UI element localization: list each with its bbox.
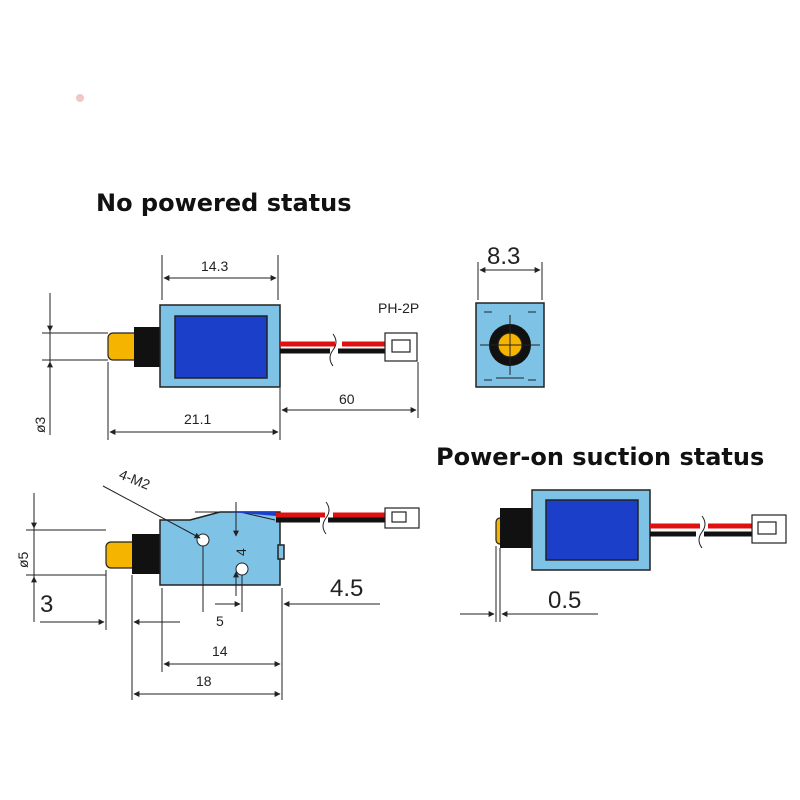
dim-mount-holes: 4-M2 xyxy=(117,466,153,493)
unpowered-top-view: 14.3 21.1 60 PH-2P ø3 xyxy=(32,255,419,440)
dim-top-length: 14.3 xyxy=(201,258,228,274)
wire-break xyxy=(329,333,337,367)
dim-width: 8.3 xyxy=(487,243,520,270)
side-view: 4-M2 4 ø5 3 5 4.5 14 18 xyxy=(15,466,420,700)
dim-plunger-extension: 3 xyxy=(40,591,53,618)
end-cap xyxy=(134,327,162,367)
mount-hole-1 xyxy=(196,533,210,547)
powered-view: 0.5 xyxy=(460,489,787,622)
dim-stroke-gap: 0.5 xyxy=(548,587,581,614)
connector-type-label: PH-2P xyxy=(378,300,419,316)
mount-hole-2 xyxy=(235,562,249,576)
connector-pin xyxy=(391,339,411,353)
dim-total-length: 21.1 xyxy=(184,411,211,427)
faint-mark xyxy=(76,94,84,102)
dim-offset-right: 4.5 xyxy=(330,575,363,602)
dim-hole-span: 14 xyxy=(212,643,228,659)
dim-side-diameter: ø5 xyxy=(15,551,31,568)
dim-plunger-diameter: ø3 xyxy=(32,416,48,433)
dim-hole-offset: 4 xyxy=(233,548,249,556)
end-view: 8.3 xyxy=(475,243,545,388)
powered-coil xyxy=(545,499,639,561)
coil xyxy=(174,315,268,379)
side-cap xyxy=(132,534,162,574)
dim-side-length: 18 xyxy=(196,673,212,689)
side-frame xyxy=(159,511,281,586)
heading-powered: Power-on suction status xyxy=(436,443,764,471)
heading-unpowered: No powered status xyxy=(96,189,352,217)
dim-wire-length: 60 xyxy=(339,391,355,407)
dim-hole-gap: 5 xyxy=(216,613,224,629)
